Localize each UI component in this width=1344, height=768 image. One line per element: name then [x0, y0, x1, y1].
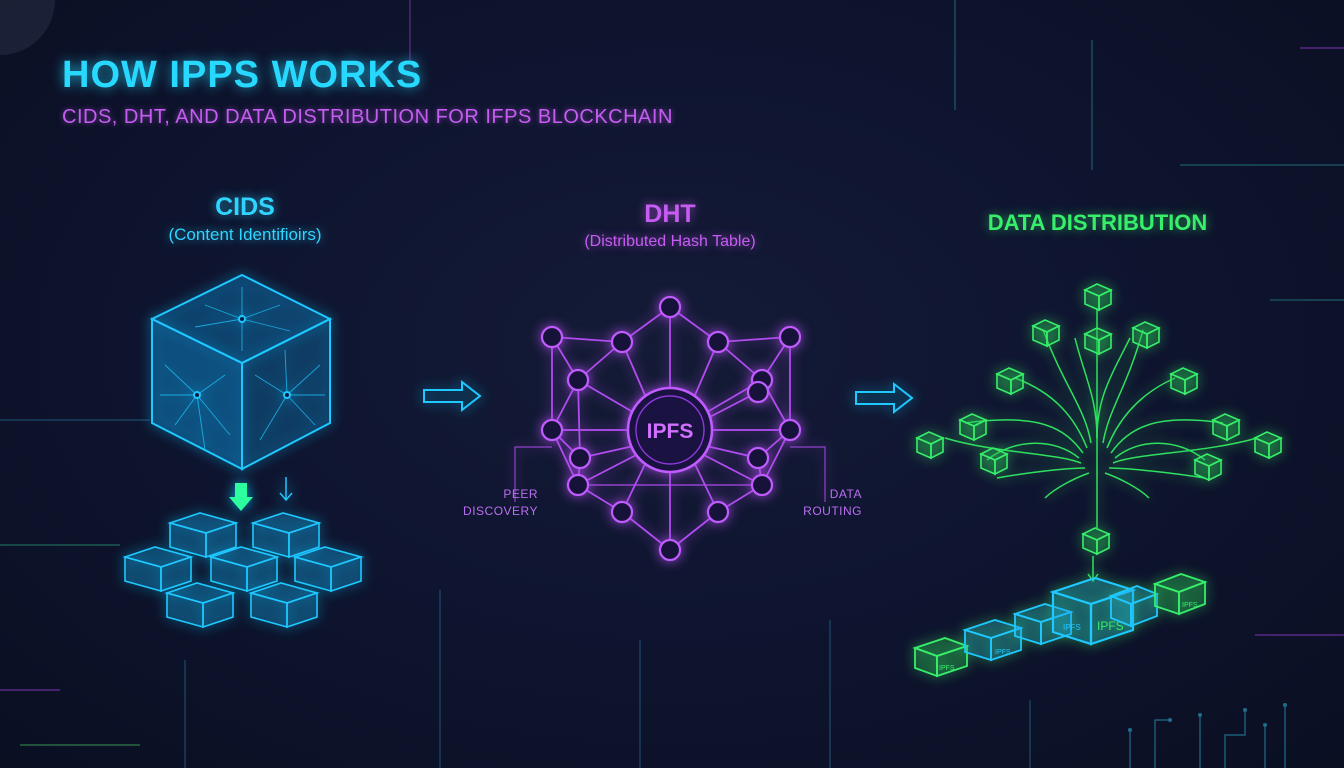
- dht-center-label: IPFS: [647, 420, 694, 443]
- cids-diagram: [122, 273, 364, 629]
- block-grid: [122, 512, 364, 629]
- cube-icon: [149, 273, 333, 471]
- data-routing-label: DATA ROUTING: [803, 487, 862, 518]
- arrow-right-icon: [855, 381, 914, 415]
- page-title: HOW IPPS WORKS: [62, 54, 423, 96]
- distribution-tree: IPFS IPFS IPFS IPFS IPFS: [912, 283, 1283, 678]
- dht-subtitle: (Distributed Hash Table): [584, 233, 756, 250]
- cids-title: CIDS: [215, 193, 275, 221]
- chain-main-label: IPFS: [1097, 619, 1124, 633]
- arrow-right-icon: [423, 379, 482, 413]
- arrow-down-thin-icon: [279, 477, 293, 502]
- chain-block-label-3: IPFS: [1063, 623, 1081, 632]
- arrow-down-icon: [229, 483, 253, 511]
- peer-discovery-label: PEER DISCOVERY: [463, 487, 538, 518]
- chain-block-label-2: IPFS: [995, 649, 1011, 656]
- block-icon: [915, 283, 1283, 556]
- dht-network: IPFS: [514, 295, 826, 562]
- dht-title: DHT: [644, 200, 696, 228]
- cids-subtitle: (Content Identifioirs): [168, 225, 322, 244]
- chain-block-label-5: IPFS: [1182, 602, 1198, 609]
- block-chain: IPFS IPFS IPFS IPFS IPFS: [912, 573, 1208, 678]
- page-subtitle: CIDS, DHT, AND DATA DISTRIBUTION FOR IFP…: [62, 106, 673, 128]
- chain-block-label-1: IPFS: [939, 665, 955, 672]
- network-node-icon: [540, 295, 802, 562]
- distribution-title: DATA DISTRIBUTION: [987, 210, 1208, 235]
